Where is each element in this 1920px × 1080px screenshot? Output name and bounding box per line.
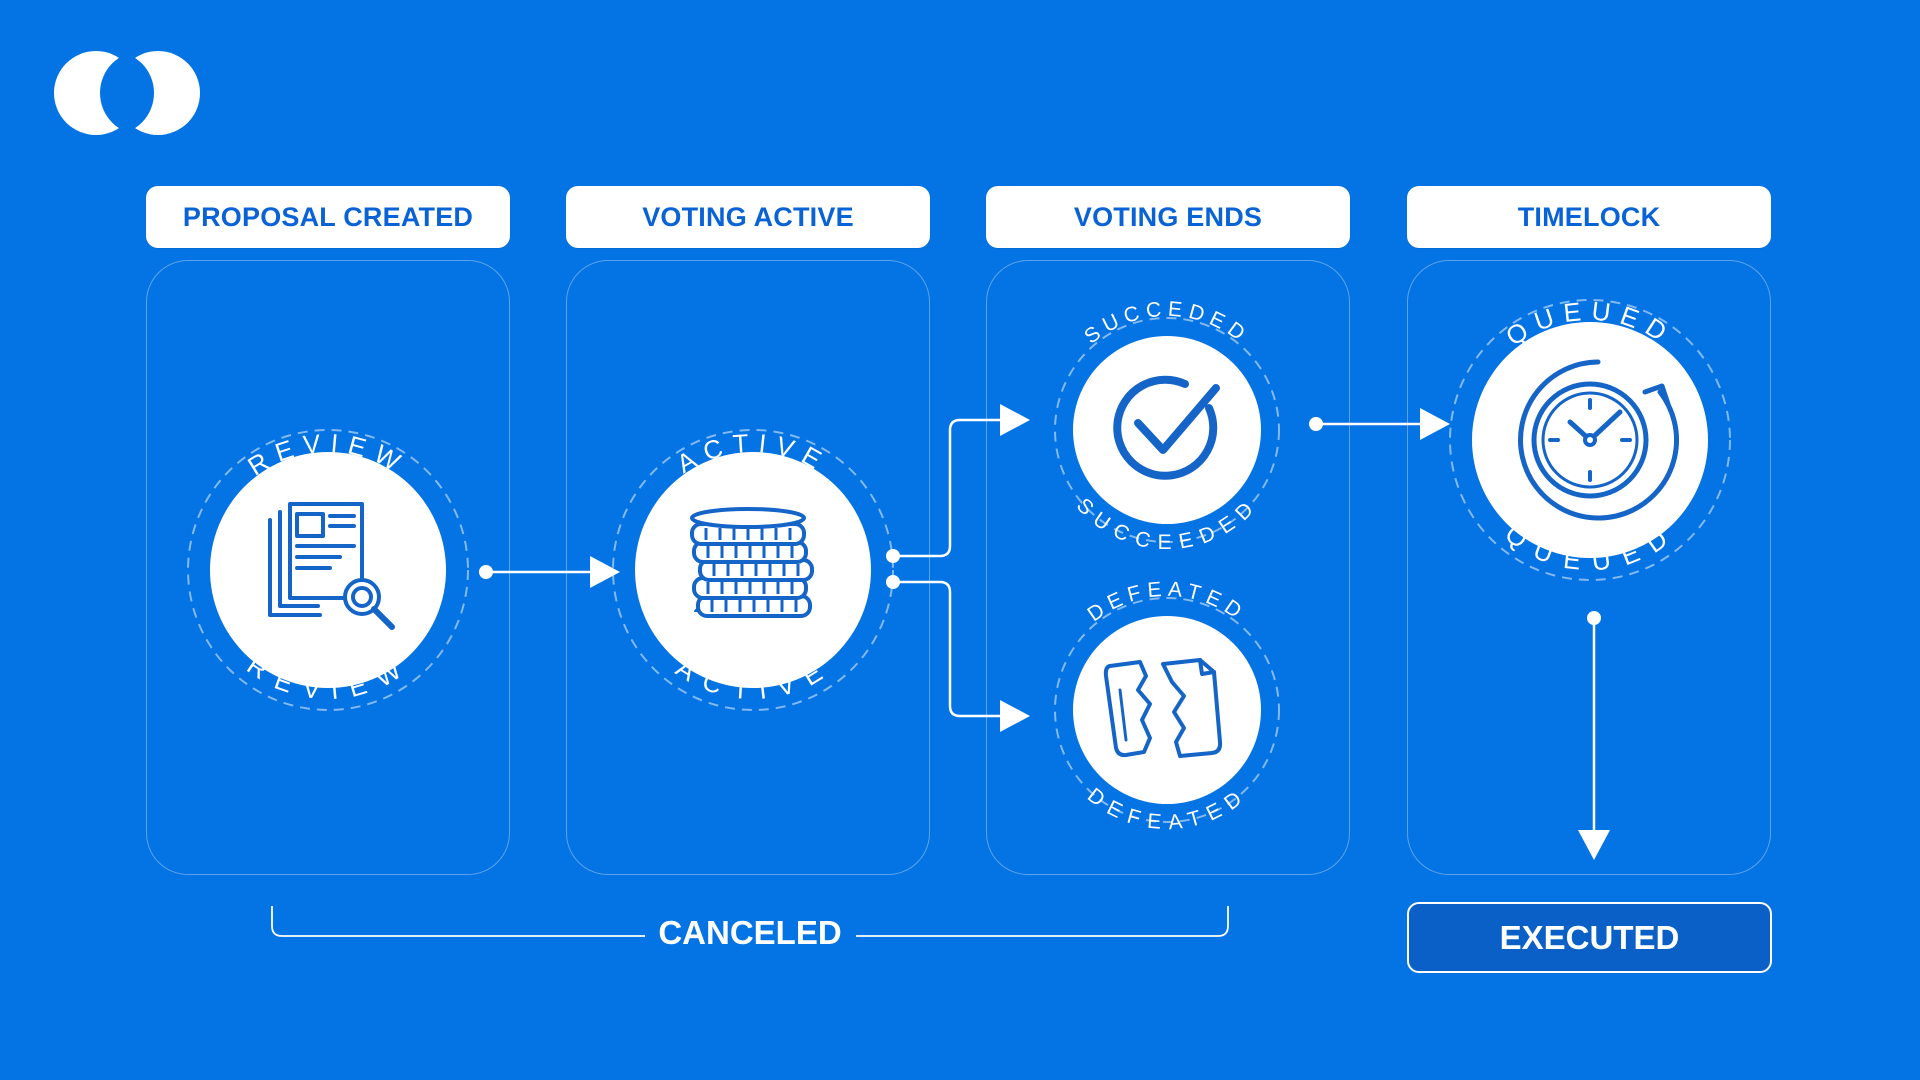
stage-panel-proposal-created — [146, 260, 510, 875]
connector-dot — [479, 565, 493, 579]
brand-logo-icon — [54, 51, 200, 135]
succeeded-circle — [1073, 336, 1261, 524]
stage-header-voting-active: VOTING ACTIVE — [566, 186, 930, 248]
coin-stack-icon — [690, 507, 814, 618]
canceled-bracket — [271, 906, 1229, 937]
stage-header-proposal-created: PROPOSAL CREATED — [146, 186, 510, 248]
arrow-head — [590, 556, 620, 588]
stage-panel-voting-active — [566, 260, 930, 875]
succeeded-dashed-ring — [1054, 317, 1280, 543]
queued-dashed-ring — [1449, 299, 1731, 581]
connector-dot — [1309, 417, 1323, 431]
active-dashed-ring — [612, 429, 894, 711]
stage-panel-timelock — [1407, 260, 1771, 875]
stage-header-timelock: TIMELOCK — [1407, 186, 1771, 248]
executed-state: EXECUTED — [1407, 902, 1772, 973]
connector-dot — [1587, 611, 1601, 625]
clock-icon — [1518, 359, 1680, 521]
arrow-head — [1420, 408, 1450, 440]
connector-dot — [886, 549, 900, 563]
defeated-dashed-ring — [1054, 597, 1280, 823]
arrow-head — [1000, 700, 1030, 732]
connector-dot — [886, 575, 900, 589]
torn-paper-icon — [1103, 658, 1223, 758]
stage-header-voting-ends: VOTING ENDS — [986, 186, 1350, 248]
document-search-icon — [268, 502, 395, 630]
checkmark-icon — [1113, 375, 1220, 480]
review-dashed-ring — [187, 429, 469, 711]
arrow-head — [1578, 830, 1610, 860]
defeated-circle — [1073, 616, 1261, 804]
stage-panel-voting-ends — [986, 260, 1350, 875]
connector-active-succeeded — [893, 418, 1000, 558]
canceled-label: CANCELED — [658, 914, 842, 951]
arrow-head — [1000, 404, 1030, 436]
connector-active-defeated — [893, 580, 1000, 718]
